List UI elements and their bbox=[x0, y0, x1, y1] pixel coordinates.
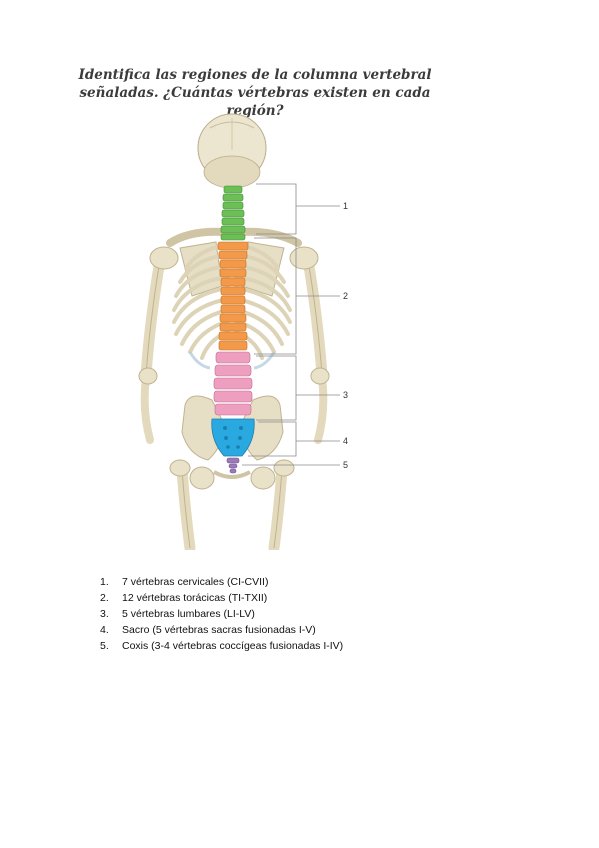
answer-text: 5 vértebras lumbares (LI-LV) bbox=[122, 608, 255, 620]
region-label-2: 2 bbox=[343, 291, 348, 301]
answer-item: 1. 7 vértebras cervicales (CI-CVII) bbox=[100, 574, 343, 590]
region-label-4: 4 bbox=[343, 436, 348, 446]
answer-number: 2. bbox=[100, 592, 109, 604]
answer-item: 2. 12 vértebras torácicas (TI-TXII) bbox=[100, 590, 343, 606]
region-label-1: 1 bbox=[343, 201, 348, 211]
thoracic-vertebrae bbox=[217, 241, 249, 351]
humerus-bones bbox=[140, 246, 328, 381]
question-line-1: Identifica las regiones de la columna ve… bbox=[78, 67, 432, 83]
region-label-5: 5 bbox=[343, 460, 348, 470]
answer-item: 5. Coxis (3-4 vértebras coccígeas fusion… bbox=[100, 638, 343, 654]
answer-list: 1. 7 vértebras cervicales (CI-CVII) 2. 1… bbox=[100, 574, 343, 654]
lumbar-vertebrae bbox=[213, 351, 253, 416]
forearm-bones bbox=[138, 367, 330, 444]
region-labels: 1 2 3 4 5 bbox=[343, 201, 348, 470]
region-label-3: 3 bbox=[343, 390, 348, 400]
answer-item: 3. 5 vértebras lumbares (LI-LV) bbox=[100, 606, 343, 622]
answer-text: Sacro (5 vértebras sacras fusionadas I-V… bbox=[122, 624, 316, 636]
cervical-vertebrae bbox=[220, 185, 246, 241]
femur-bones bbox=[169, 459, 295, 550]
leader-lines bbox=[242, 183, 340, 466]
sacrum bbox=[211, 418, 255, 457]
answer-item: 4. Sacro (5 vértebras sacras fusionadas … bbox=[100, 622, 343, 638]
spine-illustration: 1 2 3 4 5 bbox=[138, 113, 348, 550]
answer-number: 3. bbox=[100, 608, 109, 620]
answer-number: 5. bbox=[100, 640, 109, 652]
answer-text: 12 vértebras torácicas (TI-TXII) bbox=[122, 592, 268, 604]
answer-text: Coxis (3-4 vértebras coccígeas fusionada… bbox=[122, 640, 344, 652]
answer-text: 7 vértebras cervicales (CI-CVII) bbox=[122, 576, 269, 588]
coccyx bbox=[226, 457, 240, 474]
skull bbox=[197, 113, 267, 189]
answer-number: 4. bbox=[100, 624, 109, 636]
answer-number: 1. bbox=[100, 576, 109, 588]
